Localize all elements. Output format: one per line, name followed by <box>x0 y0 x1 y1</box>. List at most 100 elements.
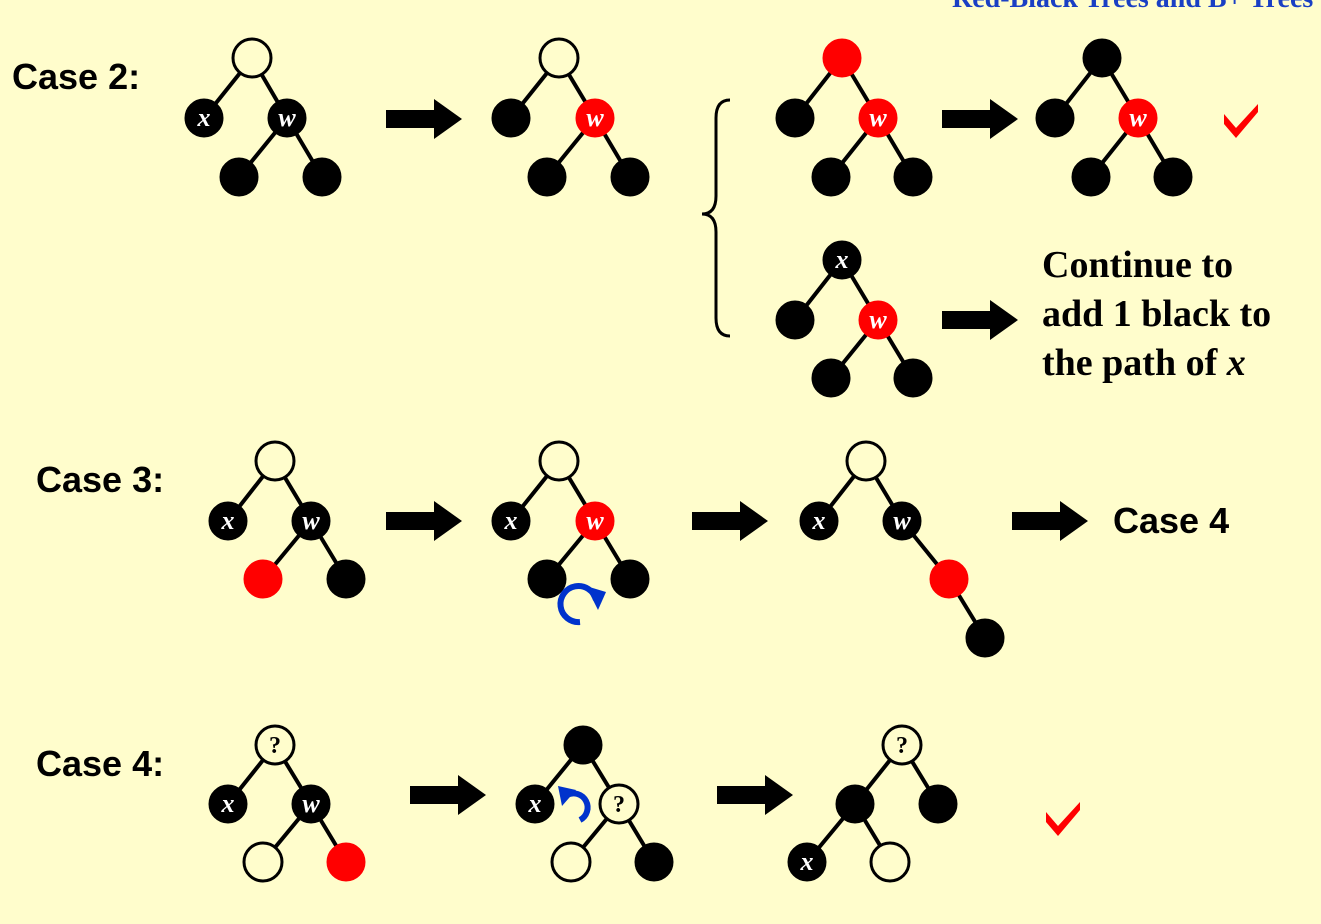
case4-tree-3-node <box>835 784 875 824</box>
case2-tree-3-node <box>893 157 933 197</box>
case2-tree-4-node-label: w <box>1129 103 1147 132</box>
case3-tree-3-node <box>845 440 887 482</box>
rotate-arrow-icon <box>558 786 576 806</box>
case3-tree-3-node <box>965 618 1005 658</box>
header-title: Red-Black Trees and B+ Trees <box>952 0 1321 11</box>
case2-tree-4-node <box>1118 98 1158 138</box>
brace-icon <box>701 98 731 338</box>
case2-tree-1-node <box>219 157 259 197</box>
case3-tree-2-node <box>491 501 531 541</box>
case4-tree-3-node <box>869 841 911 883</box>
case2-tree-5-node-label: x <box>835 245 849 274</box>
case2-tree-1-node <box>267 98 307 138</box>
case3-tree-3-node <box>799 501 839 541</box>
case4-tree-1-node <box>254 724 296 766</box>
case4-tree-2-node <box>550 841 592 883</box>
case3-label: Case 3: <box>36 459 165 500</box>
case3-tree-2-node <box>575 501 615 541</box>
case3-tree-1-node <box>291 501 331 541</box>
case3-tree-2-node-label: w <box>586 506 604 535</box>
continue-line-2: add 1 black to <box>1042 293 1272 335</box>
arrow-right-icon <box>386 99 462 139</box>
case2-tree-3-node <box>858 98 898 138</box>
case4-tree-3-node-label: x <box>800 847 814 876</box>
case2-tree-5-node <box>822 240 862 280</box>
case4-tree-1-node-label: w <box>302 789 320 818</box>
case3-tree-1-node-label: x <box>221 506 235 535</box>
case3-tree-2-node <box>527 559 567 599</box>
case2-tree-1-node-label: x <box>197 103 211 132</box>
case2-tree-2-node <box>538 37 580 79</box>
case4-tree-2-node <box>515 784 555 824</box>
case3-tree-3-node <box>929 559 969 599</box>
continue-line-3: the path of x <box>1042 339 1271 388</box>
case4-tree-1-node <box>242 841 284 883</box>
case2-tree-2-node <box>610 157 650 197</box>
case3-tree-2-node-label: x <box>504 506 518 535</box>
case2-tree-3-node <box>822 38 862 78</box>
case4-tree-3-node <box>881 724 923 766</box>
case2-tree-5-node <box>775 300 815 340</box>
arrow-right-icon <box>942 300 1018 340</box>
case2-tree-5-node <box>811 358 851 398</box>
case2-tree-4-node <box>1082 38 1122 78</box>
arrow-right-icon <box>942 99 1018 139</box>
case2-tree-5-node <box>858 300 898 340</box>
case3-tree-1-node <box>243 559 283 599</box>
case2-tree-2-node <box>491 98 531 138</box>
case3-tree-1-node-label: w <box>302 506 320 535</box>
case4-tree-2-node <box>563 725 603 765</box>
case2-tree-1-node <box>302 157 342 197</box>
case2-tree-3-node-label: w <box>869 103 887 132</box>
case3-tree-3-node-label: x <box>812 506 826 535</box>
case4-tree-2-node <box>634 842 674 882</box>
continue-text: Continue to add 1 black to the path of x <box>1042 241 1271 388</box>
case4-label: Case 4: <box>36 743 165 784</box>
case2-tree-1-node-label: w <box>278 103 296 132</box>
case3-result-label: Case 4 <box>1113 500 1230 541</box>
case3-tree-3-node <box>882 501 922 541</box>
case3-tree-2-node <box>538 440 580 482</box>
case3-tree-1-node <box>208 501 248 541</box>
case2-tree-4-node <box>1071 157 1111 197</box>
case2-tree-1-node <box>231 37 273 79</box>
arrow-right-icon <box>692 501 768 541</box>
case4-tree-2-node-label: x <box>528 789 542 818</box>
case2-label: Case 2: <box>12 56 141 97</box>
continue-line-1: Continue to <box>1042 244 1234 286</box>
case2-tree-2-node-label: w <box>586 103 604 132</box>
checkmark-icon <box>1046 802 1080 836</box>
case2-tree-2-node <box>575 98 615 138</box>
case3-tree-2-node <box>610 559 650 599</box>
case2-tree-4-node <box>1035 98 1075 138</box>
case4-tree-1-node <box>291 784 331 824</box>
case2-tree-5-node-label: w <box>869 305 887 334</box>
case4-tree-3-node-label: ? <box>896 733 908 759</box>
case3-tree-3-node-label: w <box>893 506 911 535</box>
case2-tree-3-node <box>811 157 851 197</box>
case4-tree-2-node-label: ? <box>613 792 625 818</box>
continue-line-3-prefix: the path of <box>1042 342 1227 384</box>
case3-tree-1-node <box>326 559 366 599</box>
case4-tree-1-node <box>326 842 366 882</box>
case2-tree-3-node <box>775 98 815 138</box>
arrow-right-icon <box>717 775 793 815</box>
case2-tree-1-node <box>184 98 224 138</box>
rotate-arrow-icon <box>586 586 606 610</box>
checkmark-icon <box>1224 104 1258 138</box>
arrow-right-icon <box>410 775 486 815</box>
case4-tree-1-node <box>208 784 248 824</box>
case2-tree-4-node <box>1153 157 1193 197</box>
case4-tree-1-node-label: ? <box>269 733 281 759</box>
case3-tree-1-node <box>254 440 296 482</box>
case4-tree-2-node <box>598 783 640 825</box>
continue-line-3-var: x <box>1226 342 1246 384</box>
arrow-right-icon <box>1012 501 1088 541</box>
case2-tree-5-node <box>893 358 933 398</box>
case4-tree-3-node <box>918 784 958 824</box>
arrow-right-icon <box>386 501 462 541</box>
rotate-arrow-icon <box>565 790 591 823</box>
case4-tree-1-node-label: x <box>221 789 235 818</box>
case2-tree-2-node <box>527 157 567 197</box>
